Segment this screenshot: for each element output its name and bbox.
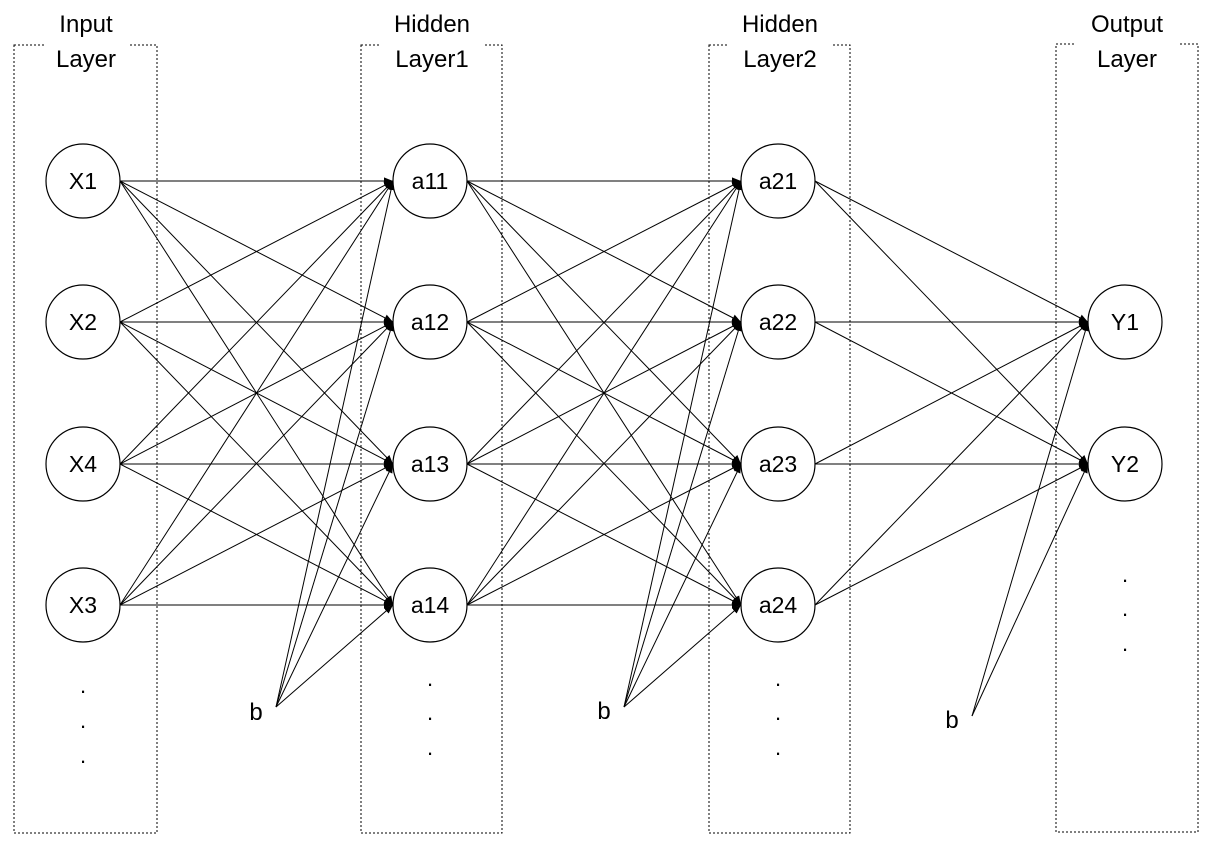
node-a14 — [392, 567, 468, 643]
node-y2 — [1087, 426, 1163, 502]
hidden-layer2-title-line2: Layer2 — [743, 46, 816, 73]
hidden-layer1-title-line1: Hidden — [394, 11, 470, 38]
node-label-a12: a12 — [411, 309, 449, 335]
node-label-a24: a24 — [759, 592, 798, 618]
node-y1 — [1087, 284, 1163, 360]
node-label-x1: X1 — [69, 168, 97, 194]
node-label-a11: a11 — [412, 168, 449, 194]
bias-connection-l1-2 — [623, 463, 742, 708]
node-x3 — [45, 567, 121, 643]
connection-l2-3-1 — [814, 463, 1089, 606]
hidden1-ellipsis-dot-3: . — [427, 735, 433, 760]
bias-connection-l0-2 — [275, 463, 394, 708]
node-a12 — [392, 284, 468, 360]
bias-connection-l0-0 — [275, 180, 395, 708]
connection-l0-3-0 — [119, 180, 394, 606]
node-label-x3: X3 — [69, 592, 97, 618]
output-ellipsis-dot-1: . — [1122, 562, 1128, 587]
bias-connection-l2-1 — [971, 463, 1089, 717]
hidden1-ellipsis-dot-2: . — [427, 700, 433, 725]
connection-l2-3-0 — [814, 321, 1089, 606]
hidden-layer1-box — [360, 44, 503, 834]
hidden1-ellipsis-dot-1: . — [427, 666, 433, 691]
hidden-layer2-title-line1: Hidden — [742, 11, 818, 38]
node-a21 — [740, 143, 816, 219]
connection-l2-2-0 — [814, 321, 1089, 465]
bias-label-1: b — [249, 699, 262, 726]
output-ellipsis-dot-2: . — [1122, 596, 1128, 621]
node-a24 — [740, 567, 816, 643]
node-label-a21: a21 — [759, 168, 797, 194]
hidden2-ellipsis-dot-3: . — [775, 735, 781, 760]
bias-connection-l0-3 — [275, 604, 394, 708]
input-ellipsis-dot-1: . — [80, 673, 86, 698]
hidden-layer1-title-line2: Layer1 — [395, 46, 468, 73]
input-layer-box — [13, 44, 158, 834]
node-label-y1: Y1 — [1111, 309, 1139, 335]
bias-connection-l2-0 — [971, 321, 1089, 717]
connections — [119, 177, 1089, 717]
output-ellipsis-dot-3: . — [1122, 631, 1128, 656]
node-label-a23: a23 — [759, 451, 797, 477]
node-label-a22: a22 — [759, 309, 797, 335]
node-x2 — [45, 284, 121, 360]
node-label-a14: a14 — [411, 592, 450, 618]
node-x1 — [45, 143, 121, 219]
hidden2-ellipsis-dot-2: . — [775, 700, 781, 725]
connection-l0-1-0 — [119, 180, 394, 323]
bias-label-3: b — [945, 707, 958, 734]
node-label-a13: a13 — [411, 451, 449, 477]
node-a22 — [740, 284, 816, 360]
node-label-x2: X2 — [69, 309, 97, 335]
connection-l1-2-0 — [466, 180, 742, 465]
output-layer-title-line1: Output — [1091, 11, 1163, 38]
output-layer-box — [1055, 43, 1199, 833]
node-a13 — [392, 426, 468, 502]
connection-l1-3-1 — [466, 321, 742, 606]
input-ellipsis-dot-3: . — [80, 743, 86, 768]
node-x4 — [45, 426, 121, 502]
connection-l1-3-2 — [466, 463, 742, 606]
output-layer-title-line2: Layer — [1097, 46, 1157, 73]
node-label-y2: Y2 — [1111, 451, 1139, 477]
input-layer-title-line2: Layer — [56, 46, 116, 73]
node-a11 — [392, 143, 468, 219]
node-a23 — [740, 426, 816, 502]
connection-l1-3-0 — [466, 180, 742, 606]
input-ellipsis-dot-2: . — [80, 708, 86, 733]
bias-connection-l1-3 — [623, 604, 742, 708]
nodes — [45, 143, 1163, 643]
hidden2-ellipsis-dot-1: . — [775, 666, 781, 691]
bias-label-2: b — [597, 698, 610, 725]
connection-l0-3-1 — [119, 321, 394, 606]
input-layer-title-line1: Input — [59, 11, 113, 38]
bias-connection-l0-1 — [275, 321, 394, 708]
connection-l2-0-0 — [814, 180, 1089, 323]
connection-l0-2-0 — [119, 180, 394, 465]
bias-connection-l1-1 — [623, 321, 742, 708]
bias-connection-l1-0 — [623, 180, 743, 708]
connection-l1-1-0 — [466, 180, 742, 323]
node-label-x4: X4 — [69, 451, 97, 477]
hidden-layer2-box — [708, 44, 851, 834]
connection-l0-3-2 — [119, 463, 394, 606]
